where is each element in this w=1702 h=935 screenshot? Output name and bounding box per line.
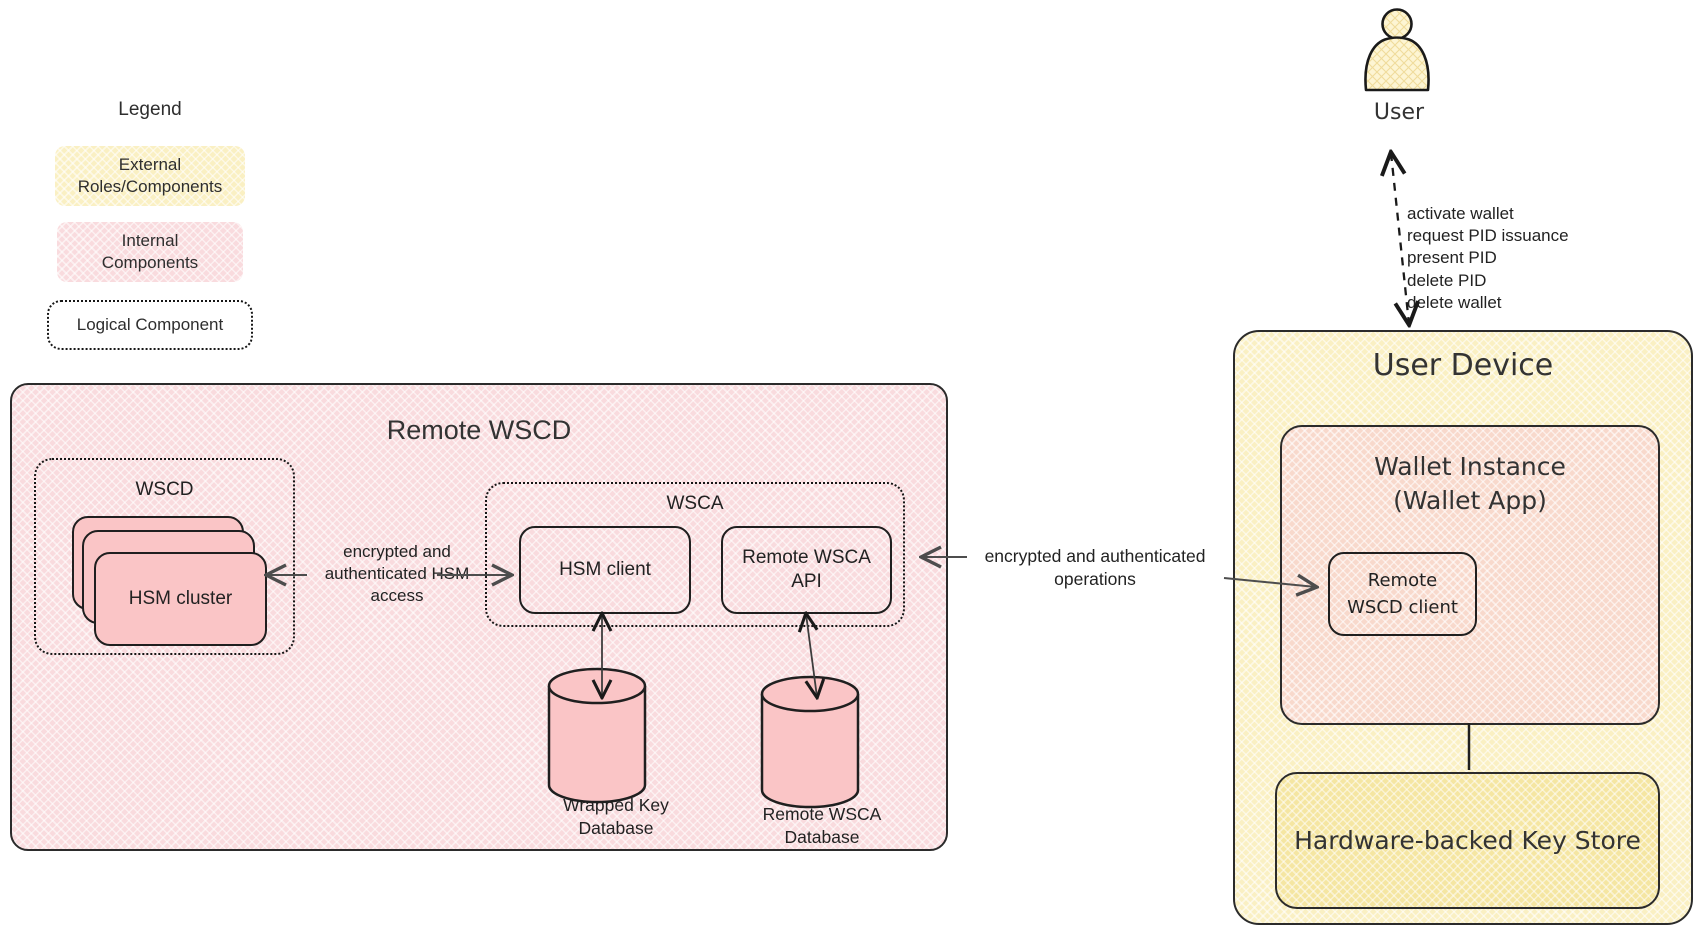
wallet-instance-title: Wallet Instance (Wallet App): [1374, 452, 1566, 515]
remote-wscd-client-node: Remote WSCD client: [1328, 552, 1477, 636]
wsca-label: WSCA: [666, 493, 724, 514]
user-action: present PID: [1407, 248, 1497, 268]
legend-logical-label: Logical Component: [76, 315, 224, 334]
remote-wsca-db-label: Remote WSCA Database: [762, 804, 882, 847]
hsm-client-node: HSM client: [519, 526, 691, 614]
operations-label: encrypted and authenticated operations: [984, 546, 1206, 589]
wscd-label: WSCD: [135, 479, 194, 500]
wrapped-key-db-label: Wrapped Key Database: [563, 795, 669, 838]
wsca-group: WSCA HSM client Remote WSCA API: [485, 482, 905, 627]
user-label: User: [1373, 100, 1425, 125]
remote-wsca-api-node: Remote WSCA API: [721, 526, 892, 614]
keystore-label: Hardware-backed Key Store: [1294, 826, 1641, 855]
legend-external-swatch: External Roles/Components: [55, 146, 245, 206]
keystore-box: Hardware-backed Key Store: [1275, 772, 1660, 909]
legend-external-label: External Roles/Components: [77, 155, 223, 196]
remote-wsca-api-label: Remote WSCA API: [742, 547, 871, 592]
legend-internal-label: Internal Components: [101, 231, 199, 272]
user-actions-list: activate wallet request PID issuance pre…: [1407, 203, 1637, 314]
legend-logical-swatch: Logical Component: [47, 300, 253, 350]
hsm-client-label: HSM client: [559, 559, 651, 580]
legend-title: Legend: [118, 99, 182, 120]
user-action: delete PID: [1407, 270, 1487, 290]
user-device-container: User Device Wallet Instance (Wallet App)…: [1233, 330, 1693, 925]
legend-internal-swatch: Internal Components: [57, 222, 243, 282]
user-action: delete wallet: [1407, 292, 1502, 312]
remote-wscd-container: Remote WSCD WSCD HSM cluster WSCA HSM cl…: [10, 383, 948, 851]
user-device-title: User Device: [1372, 348, 1554, 383]
wallet-instance-box: Wallet Instance (Wallet App) Remote WSCD…: [1280, 425, 1660, 725]
remote-wscd-title: Remote WSCD: [386, 415, 572, 445]
hsm-cluster-label: HSM cluster: [128, 588, 233, 609]
user-action: activate wallet: [1407, 204, 1514, 223]
user-icon: [1364, 8, 1430, 92]
wscd-group: WSCD HSM cluster: [34, 458, 295, 655]
hsm-cluster-card-front: HSM cluster: [94, 552, 267, 646]
hsm-access-label: encrypted and authenticated HSM access: [324, 542, 470, 605]
remote-wscd-client-label: Remote WSCD client: [1347, 570, 1458, 618]
user-action: request PID issuance: [1407, 226, 1569, 246]
